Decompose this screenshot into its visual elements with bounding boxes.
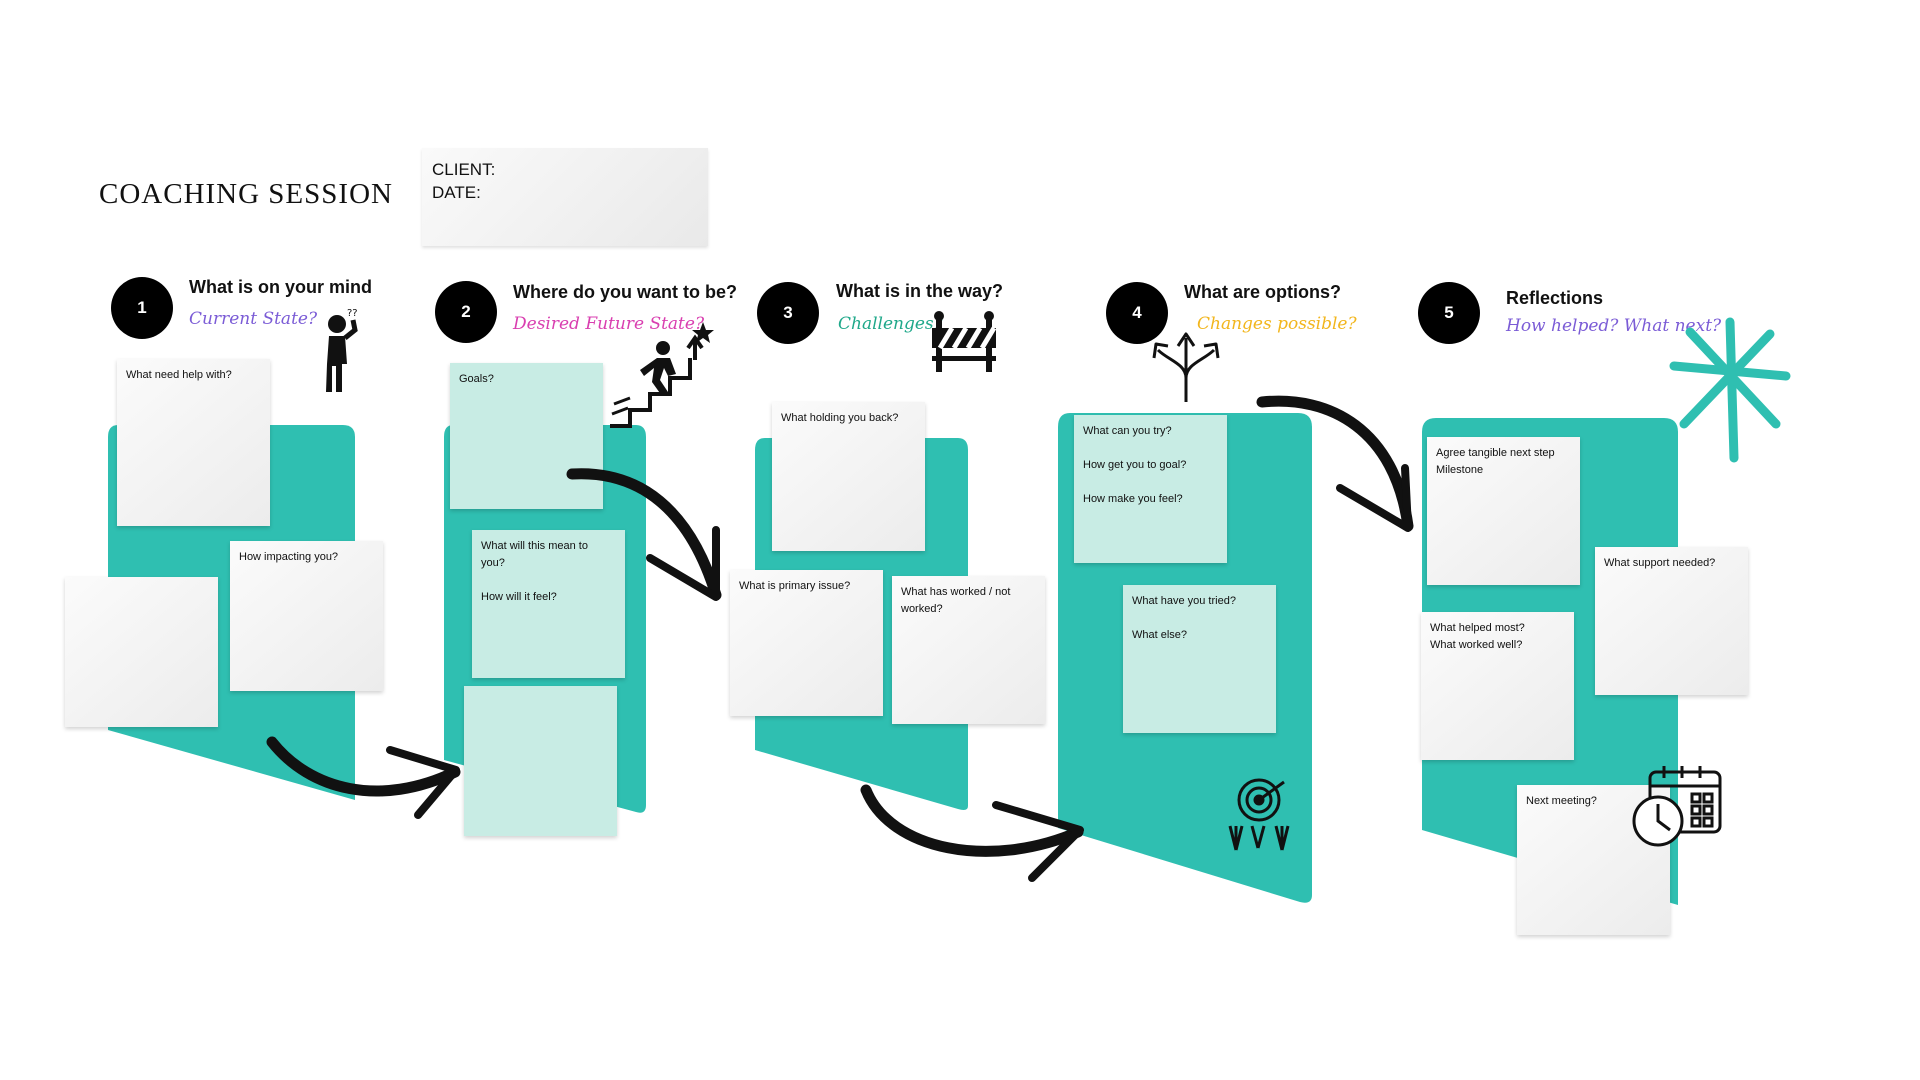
step-2-subtitle: Desired Future State? [513, 314, 705, 334]
step-3-subtitle: Challenges? [838, 314, 943, 334]
note-primary-issue[interactable]: What is primary issue? [730, 570, 883, 716]
target-icon [1228, 778, 1290, 851]
step-2-title: Where do you want to be? [513, 282, 737, 302]
page-title: COACHING SESSION [99, 178, 393, 210]
step-3-title: What is in the way? [836, 281, 1004, 301]
note-what-has-worked[interactable]: What has worked / not worked? [892, 576, 1045, 724]
asterisk-icon [1669, 317, 1791, 463]
note-what-support-needed[interactable]: What support needed? [1595, 547, 1748, 695]
confused-person-icon: ?? [326, 308, 358, 392]
note-what-helped-most[interactable]: What helped most? What worked well? [1421, 612, 1574, 760]
note-agree-next-step[interactable]: Agree tangible next step Milestone [1427, 437, 1580, 585]
note-text: What is primary issue? [739, 580, 851, 592]
note-text: What holding you back? [781, 412, 899, 424]
note-text: Next meeting? [1526, 795, 1597, 807]
note-what-can-you-try[interactable]: What can you try? How get you to goal? H… [1074, 415, 1227, 563]
step-5-number: 5 [1418, 282, 1480, 344]
note-text: What helped most? [1430, 622, 1525, 634]
note-what-holding-back[interactable]: What holding you back? [772, 402, 925, 551]
note-what-will-this-mean[interactable]: What will this mean to you? How will it … [472, 530, 625, 678]
note-text: What worked well? [1430, 639, 1523, 651]
note-text: How make you feel? [1083, 493, 1183, 505]
step-3-number: 3 [757, 282, 819, 344]
note-how-impacting[interactable]: How impacting you? [230, 541, 383, 691]
note-text: What have you tried? [1132, 595, 1236, 607]
note-text: What can you try? [1083, 425, 1172, 437]
note-goals[interactable]: Goals? [450, 363, 603, 509]
step-4-number: 4 [1106, 282, 1168, 344]
step-5-title: Reflections [1506, 288, 1604, 308]
step-5-subtitle: How helped? What next? [1506, 316, 1722, 336]
note-text: Goals? [459, 373, 494, 385]
note-text: What will this mean to [481, 540, 588, 552]
client-label: CLIENT: [432, 160, 496, 179]
curved-arrow-icon [266, 736, 461, 819]
note-text: Agree tangible next step [1436, 447, 1555, 459]
roadblock-icon [932, 311, 997, 372]
note-what-have-you-tried[interactable]: What have you tried? What else? [1123, 585, 1276, 733]
note-text: What support needed? [1604, 557, 1716, 569]
note-text: Milestone [1436, 464, 1484, 476]
step-4-title: What are options? [1184, 282, 1341, 302]
note-text: you? [481, 557, 505, 569]
step-1-title: What is on your mind [189, 277, 372, 297]
note-text: What need help with? [126, 369, 232, 381]
curved-arrow-icon [860, 784, 1084, 882]
step-1-subtitle: Current State? [189, 309, 318, 329]
step-2-number: 2 [435, 281, 497, 343]
calendar-clock-icon [1632, 766, 1722, 847]
climbing-stairs-icon [610, 322, 714, 428]
note-blank-mint[interactable] [464, 686, 617, 836]
curved-arrow-icon [1256, 395, 1414, 532]
note-what-need-help[interactable]: What need help with? [117, 359, 270, 526]
client-card[interactable]: CLIENT: DATE: [422, 148, 708, 246]
note-text: What has worked / not [901, 586, 1011, 598]
note-text: How impacting you? [239, 551, 339, 563]
note-text: How will it feel? [481, 591, 557, 603]
note-text: worked? [901, 603, 943, 615]
note-text: How get you to goal? [1083, 459, 1187, 471]
split-arrows-icon [1152, 332, 1220, 402]
note-blank[interactable] [65, 577, 218, 727]
date-label: DATE: [432, 183, 481, 202]
note-text: What else? [1132, 629, 1188, 641]
step-1-number: 1 [111, 277, 173, 339]
step-4-subtitle: Changes possible? [1197, 314, 1357, 334]
svg-text:??: ?? [347, 308, 358, 319]
curved-arrow-icon [566, 468, 722, 601]
